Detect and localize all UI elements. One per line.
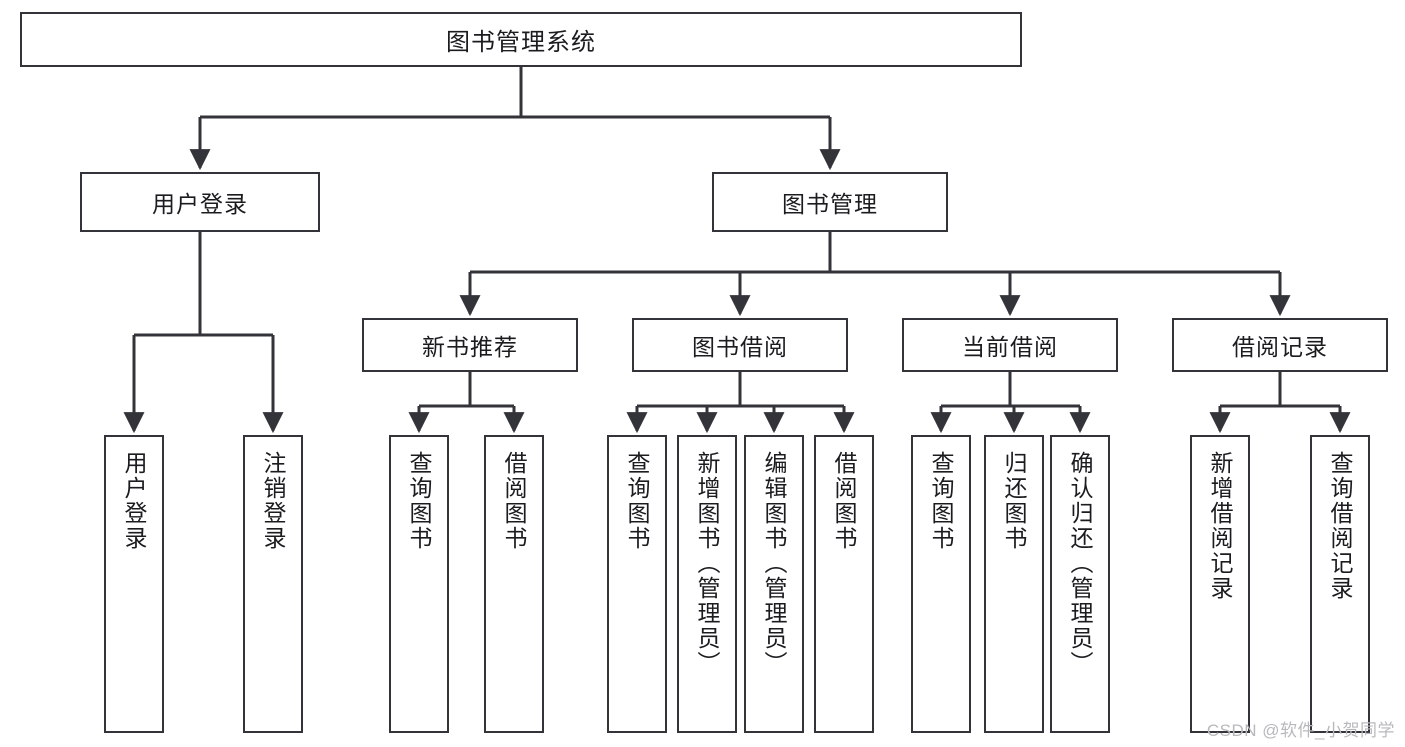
watermark-text: CSDN @软件_小贺同学 (1206, 721, 1395, 740)
node-user-login-label: 用户登录 (152, 191, 248, 217)
node-leaf-borrow-book-rec-label: 借阅图书 (501, 451, 528, 551)
node-leaf-user-login[interactable]: 用户登录 (104, 435, 164, 733)
node-current-borrow[interactable]: 当前借阅 (902, 318, 1118, 372)
node-book-manage-label: 图书管理 (782, 191, 878, 217)
node-borrow-record[interactable]: 借阅记录 (1172, 318, 1388, 372)
node-leaf-add-book-label: 新增图书（管理员） (694, 451, 721, 676)
node-leaf-query-book-cur-label: 查询图书 (928, 451, 955, 551)
node-leaf-borrow-book-rec[interactable]: 借阅图书 (484, 435, 544, 733)
node-leaf-query-book-borrow[interactable]: 查询图书 (607, 435, 667, 733)
node-new-book-recommend-label: 新书推荐 (422, 334, 518, 360)
node-leaf-query-record[interactable]: 查询借阅记录 (1310, 435, 1370, 733)
node-leaf-borrow-book-label: 借阅图书 (831, 451, 858, 551)
node-leaf-query-record-label: 查询借阅记录 (1327, 451, 1354, 601)
node-root-label: 图书管理系统 (446, 29, 596, 56)
node-leaf-query-book-borrow-label: 查询图书 (624, 451, 651, 551)
node-book-manage[interactable]: 图书管理 (712, 172, 948, 232)
node-leaf-add-record-label: 新增借阅记录 (1207, 451, 1234, 601)
node-leaf-confirm-return[interactable]: 确认归还（管理员） (1050, 435, 1110, 733)
node-root[interactable]: 图书管理系统 (20, 12, 1022, 67)
node-book-borrow-label: 图书借阅 (692, 334, 788, 360)
node-leaf-add-book[interactable]: 新增图书（管理员） (677, 435, 737, 733)
node-leaf-edit-book-label: 编辑图书（管理员） (761, 451, 788, 676)
node-user-login[interactable]: 用户登录 (80, 172, 320, 232)
node-leaf-query-book-rec-label: 查询图书 (406, 451, 433, 551)
node-leaf-query-book-rec[interactable]: 查询图书 (389, 435, 449, 733)
node-leaf-logout-label: 注销登录 (260, 451, 287, 551)
node-new-book-recommend[interactable]: 新书推荐 (362, 318, 578, 372)
node-leaf-return-book-label: 归还图书 (1001, 451, 1028, 551)
node-leaf-user-login-label: 用户登录 (121, 451, 148, 551)
node-leaf-borrow-book[interactable]: 借阅图书 (814, 435, 874, 733)
node-leaf-query-book-cur[interactable]: 查询图书 (911, 435, 971, 733)
node-leaf-add-record[interactable]: 新增借阅记录 (1190, 435, 1250, 733)
node-book-borrow[interactable]: 图书借阅 (632, 318, 848, 372)
node-leaf-edit-book[interactable]: 编辑图书（管理员） (744, 435, 804, 733)
node-leaf-return-book[interactable]: 归还图书 (984, 435, 1044, 733)
node-leaf-confirm-return-label: 确认归还（管理员） (1067, 451, 1094, 676)
node-borrow-record-label: 借阅记录 (1232, 334, 1328, 360)
node-current-borrow-label: 当前借阅 (962, 334, 1058, 360)
node-leaf-logout[interactable]: 注销登录 (243, 435, 303, 733)
